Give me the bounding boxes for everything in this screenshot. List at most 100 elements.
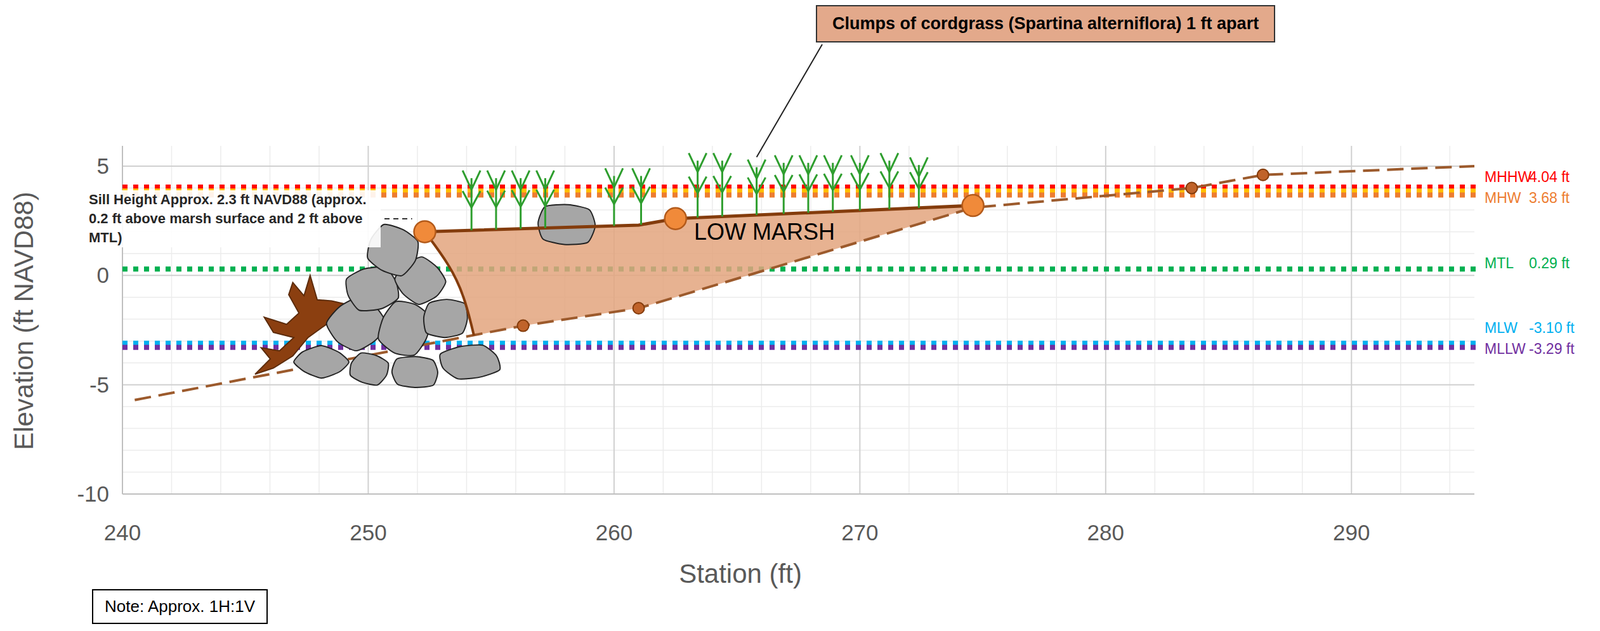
cordgrass-plant [909, 157, 928, 209]
design-point [664, 208, 687, 230]
plant-leaf [605, 168, 623, 188]
plant-leaf [774, 175, 793, 192]
grade-point [1185, 182, 1198, 194]
minor-grid-line [1449, 145, 1451, 495]
tick-label: -10 [76, 480, 110, 508]
cordgrass-plant [632, 168, 651, 225]
plant-leaf [850, 173, 869, 190]
minor-grid-line [1154, 145, 1156, 495]
plant-leaf [880, 171, 899, 188]
minor-grid-line [1006, 145, 1009, 495]
tick-label: 290 [1332, 519, 1370, 547]
plant-leaf [511, 190, 530, 207]
tick-label: -5 [89, 371, 110, 399]
minor-grid-line [1400, 145, 1402, 495]
grade-point [633, 302, 645, 315]
cordgrass-plant [487, 170, 505, 230]
datum-value: 4.04 ft [1528, 168, 1570, 187]
plant-leaf [909, 157, 928, 177]
low-marsh-fill [425, 205, 974, 336]
major-grid-line [1350, 145, 1352, 495]
plant-leaf [747, 159, 766, 179]
datum-name: MTL [1484, 255, 1514, 273]
rock [392, 356, 438, 388]
minor-grid-line [122, 340, 1475, 342]
rock [350, 352, 389, 386]
plant-leaf [824, 173, 842, 191]
minor-grid-line [908, 145, 910, 495]
major-grid-line [122, 165, 1475, 167]
datum-value: -3.29 ft [1528, 340, 1575, 359]
datum-line [122, 184, 1479, 190]
datum-value: -3.10 ft [1528, 319, 1575, 338]
plant-leaf [605, 187, 623, 205]
major-grid-line [859, 145, 861, 495]
datum-line [122, 266, 1479, 272]
datum-name: MLW [1484, 319, 1518, 338]
datum-line [122, 340, 1479, 346]
plant-leaf [799, 155, 818, 175]
tick-label: 0 [97, 262, 110, 289]
minor-grid-line [122, 187, 1475, 190]
datum-name: MHHW [1484, 168, 1532, 187]
plant-leaf [487, 170, 505, 190]
minor-grid-line [810, 145, 812, 495]
major-grid-line [613, 145, 615, 495]
plant-leaf [909, 172, 928, 190]
minor-grid-line [662, 145, 665, 495]
axis-title: Station (ft) [678, 558, 802, 591]
major-grid-line [122, 384, 1475, 386]
plant-leaf [632, 187, 651, 204]
rock [423, 299, 468, 338]
tick-label: 270 [841, 519, 879, 547]
tick-label: 240 [104, 519, 141, 547]
grade-point [1257, 169, 1269, 181]
plant-leaf [511, 170, 530, 190]
minor-grid-line [122, 296, 1475, 299]
minor-grid-line [1301, 145, 1304, 495]
plant-leaf [799, 174, 818, 191]
cordgrass-clumps [462, 152, 928, 231]
cordgrass-plant [605, 168, 623, 226]
cordgrass-plant [850, 155, 869, 211]
callout-leader [756, 44, 823, 158]
plant-leaf [774, 155, 793, 175]
rock [293, 345, 349, 379]
cordgrass-plant [824, 155, 842, 212]
axis-title: Elevation (ft NAVD88) [8, 191, 40, 451]
design-point [962, 194, 984, 217]
cordgrass-plant [688, 152, 707, 218]
zone-label: LOW MARSH [694, 218, 835, 246]
cordgrass-plant [462, 170, 481, 231]
cordgrass-plant [747, 159, 766, 216]
rock [378, 301, 432, 356]
sill-leader [384, 218, 413, 220]
axis-line [122, 493, 1475, 495]
datum-value: 3.68 ft [1528, 189, 1570, 208]
callout-box: Clumps of cordgrass (Spartina alterniflo… [815, 5, 1276, 43]
major-grid-line [1105, 145, 1107, 495]
cordgrass-plant [511, 170, 530, 230]
box-text: Note: Approx. 1H:1V [104, 596, 256, 617]
cordgrass-plant [799, 155, 818, 214]
minor-grid-line [1056, 145, 1058, 495]
plant-leaf [688, 176, 707, 193]
plant-leaf [688, 152, 707, 172]
plant-leaf [536, 189, 554, 207]
minor-grid-line [122, 428, 1475, 430]
minor-grid-line [957, 145, 960, 495]
design-point [414, 220, 436, 243]
plant-leaf [487, 190, 505, 208]
cordgrass-plant [774, 155, 793, 214]
grade-point [517, 320, 530, 332]
plant-leaf [462, 190, 481, 208]
minor-grid-line [122, 406, 1475, 408]
datum-value: 0.29 ft [1528, 255, 1570, 273]
minor-grid-line [711, 145, 714, 495]
sill-face-line [425, 231, 474, 336]
plant-leaf [824, 155, 842, 175]
minor-grid-line [1203, 145, 1205, 495]
minor-grid-line [122, 449, 1475, 452]
tick-label: 250 [349, 519, 387, 547]
